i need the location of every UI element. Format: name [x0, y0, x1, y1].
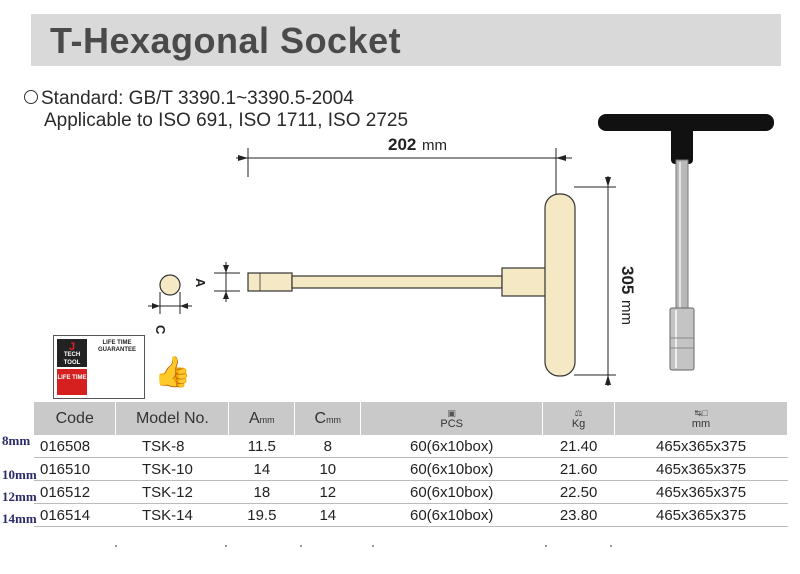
a-dimension: A [193, 262, 240, 302]
width-dimension: 202 mm [236, 135, 572, 195]
table-row: 016508 TSK-8 11.5 8 60(6x10box) 21.40 46… [34, 435, 788, 458]
table-row: 016512 TSK-12 18 12 60(6x10box) 22.50 46… [34, 480, 788, 504]
table-row: 016510 TSK-10 14 10 60(6x10box) 21.60 46… [34, 457, 788, 481]
size-label: 12mm [2, 489, 37, 504]
width-value: 202 [388, 135, 416, 154]
header-pcs: ▣PCS [360, 402, 544, 435]
label-c: C [153, 325, 168, 335]
header-mm: ↹□mm [614, 402, 788, 435]
applicable-text: Applicable to ISO 691, ISO 1711, ISO 272… [44, 110, 409, 131]
height-unit: mm [618, 300, 635, 325]
standard-text: Standard: GB/T 3390.1~3390.5-2004 [41, 88, 354, 109]
guarantee-text: LIFE TIME GUARANTEE [97, 340, 136, 353]
header-kg: ⚖Kg [542, 402, 616, 435]
header-code: Code [34, 402, 117, 435]
t-wrench-photo [598, 114, 774, 371]
brand-logo: J TECH TOOL [57, 339, 87, 367]
header-c: Cmm [294, 402, 362, 435]
t-wrench-drawing [247, 193, 576, 377]
width-unit: mm [422, 137, 447, 154]
box-icon: ▣ [447, 407, 456, 418]
lifetime-label: LIFE TIME [57, 369, 87, 395]
height-value: 305 [618, 266, 637, 294]
size-label: 14mm [2, 511, 37, 526]
bottom-dots [0, 545, 800, 551]
spec-table: Code Model No. Amm Cmm ▣PCS ⚖Kg ↹□mm 016… [34, 402, 788, 527]
lifetime-guarantee-badge: J TECH TOOL LIFE TIME LIFE TIME GUARANTE… [53, 335, 191, 399]
table-header-row: Code Model No. Amm Cmm ▣PCS ⚖Kg ↹□mm [34, 402, 788, 435]
title-bar [31, 14, 781, 66]
table-row: 016514 TSK-14 19.5 14 60(6x10box) 23.80 … [34, 503, 788, 527]
label-a: A [193, 278, 208, 288]
scale-icon: ⚖ [574, 407, 583, 418]
size-label: 8mm [2, 433, 31, 448]
height-dimension: 305 mm [574, 176, 637, 386]
bullet-circle-icon [24, 90, 38, 104]
page-title: T-Hexagonal Socket [50, 20, 402, 61]
header-a: Amm [228, 402, 296, 435]
size-label: 10mm [2, 467, 37, 482]
thumbs-up-icon: 👍 [154, 356, 192, 389]
carton-icon: ↹□ [694, 407, 708, 418]
header-model: Model No. [115, 402, 230, 435]
standard-line: Standard: GB/T 3390.1~3390.5-2004 [24, 88, 354, 110]
end-view: C [148, 274, 192, 335]
